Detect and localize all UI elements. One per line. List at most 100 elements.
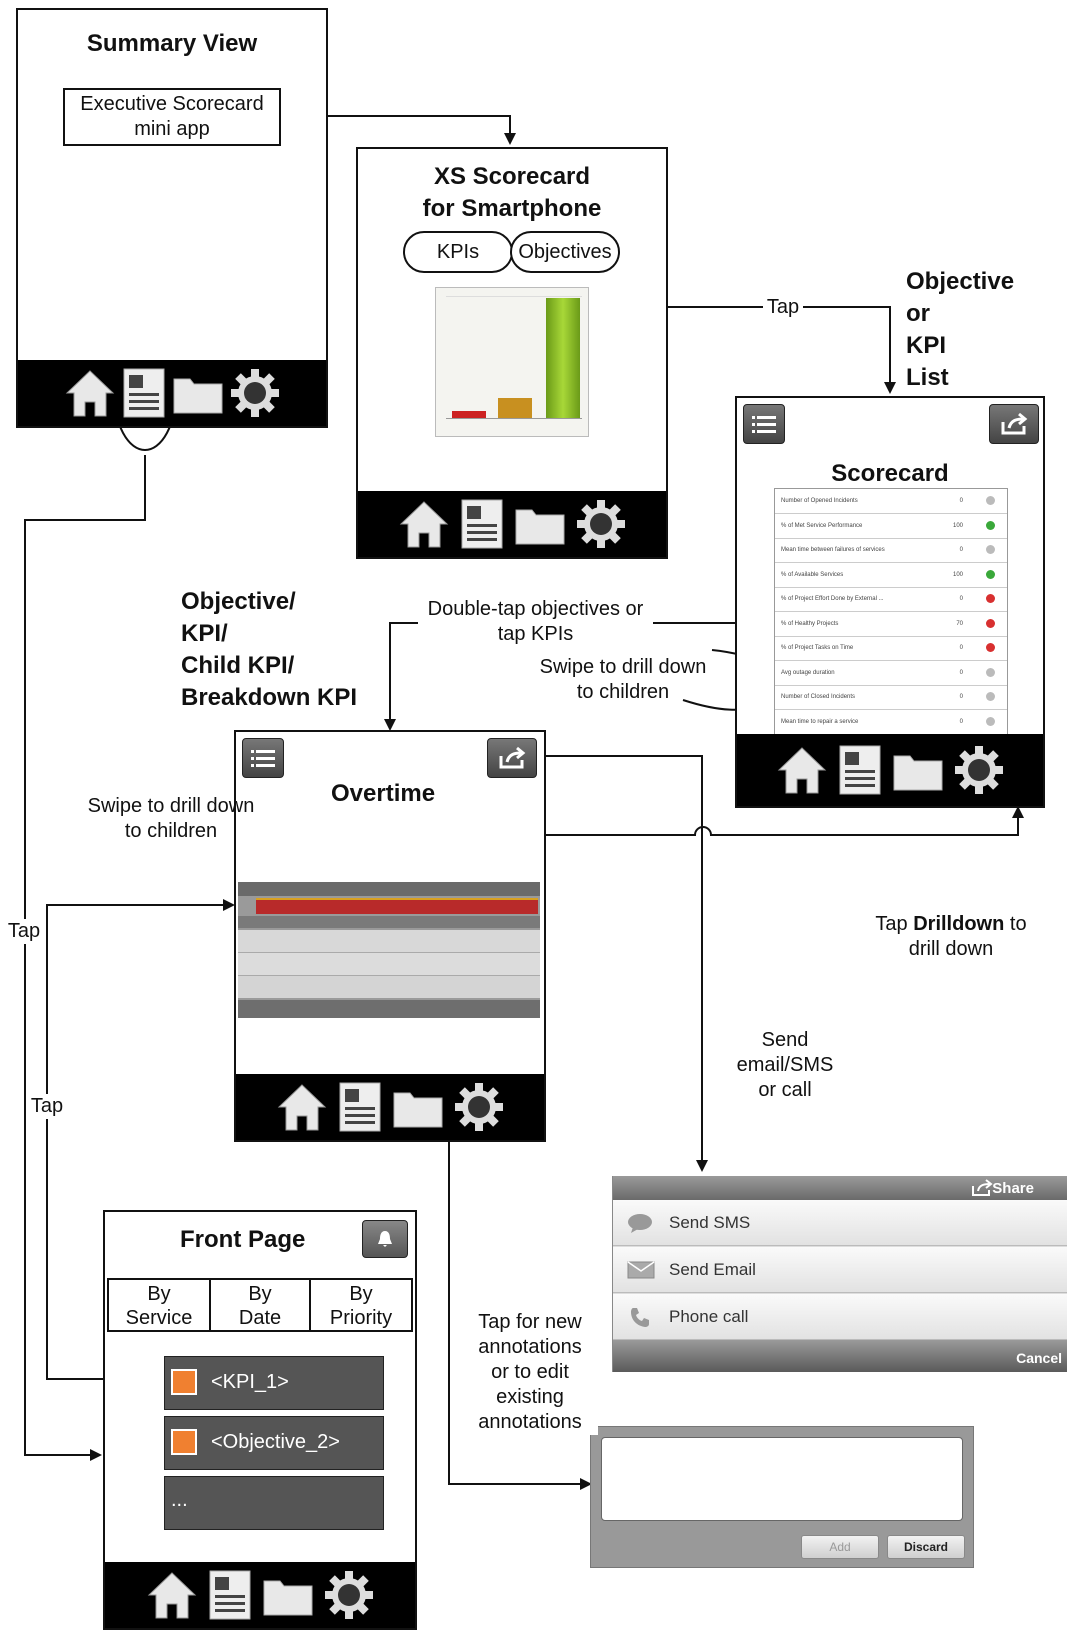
summary-view-phone: Summary View Executive Scorecard mini ap… (16, 8, 328, 428)
status-dot-icon (986, 520, 995, 530)
gear-icon[interactable] (230, 368, 280, 418)
scorecard-row-name: Number of Closed Incidents (781, 694, 856, 700)
objectives-bar-chart[interactable] (435, 287, 589, 437)
overtime-chart[interactable] (238, 882, 540, 1018)
scorecard-row-name: % of Project Tasks on Time (781, 645, 854, 651)
status-dot-icon (986, 545, 995, 554)
menu-button[interactable] (242, 738, 284, 778)
send-email-label: Send Email (669, 1260, 756, 1279)
home-icon[interactable] (398, 499, 450, 549)
list-item-kpi-1[interactable]: <KPI_1> (164, 1356, 384, 1410)
scorecard-row[interactable]: Number of Closed Incidents 0 (775, 685, 1007, 710)
document-icon[interactable] (838, 744, 882, 796)
cancel-button[interactable]: Cancel (1016, 1350, 1062, 1366)
discard-button[interactable]: Discard (887, 1535, 965, 1559)
gear-icon[interactable] (954, 745, 1004, 795)
label-tap-drilldown: Tap Drilldown to drill down (875, 913, 1027, 960)
objective-list-heading: Objective or KPI List (906, 266, 1014, 394)
scorecard-row-value: 70 (956, 620, 963, 627)
add-label: Add (829, 1540, 851, 1554)
label-tap-left-lower: Tap (27, 1094, 67, 1119)
chart-axis (446, 418, 582, 419)
label-swipe-list: Swipe to drill down to children (539, 655, 707, 703)
scorecard-row[interactable]: % of Project Effort Done by External ...… (775, 587, 1007, 612)
label-annotations: Tap for new annotations or to edit exist… (462, 1310, 598, 1435)
home-icon[interactable] (64, 368, 116, 418)
overtime-band-grey (238, 916, 540, 928)
add-button[interactable]: Add (801, 1535, 879, 1559)
status-dot-icon (986, 667, 995, 677)
gear-icon[interactable] (454, 1082, 504, 1132)
notification-button[interactable] (362, 1220, 408, 1258)
executive-scorecard-mini-app[interactable]: Executive Scorecard mini app (63, 88, 281, 146)
scorecard-row-name: % of Available Services (781, 571, 844, 578)
scorecard-row-name: % of Met Service Performance (781, 522, 863, 529)
document-icon[interactable] (122, 367, 166, 419)
list-item-more[interactable]: ... (164, 1476, 384, 1530)
annotation-textarea[interactable] (601, 1437, 963, 1521)
overtime-row (238, 953, 540, 976)
document-icon[interactable] (208, 1569, 252, 1621)
xs-scorecard-phone: XS Scorecard for Smartphone KPIs Objecti… (356, 147, 668, 559)
status-dot-icon (986, 643, 995, 652)
gear-icon[interactable] (576, 499, 626, 549)
document-icon[interactable] (460, 498, 504, 550)
chart-gridline (446, 296, 582, 297)
envelope-icon (627, 1261, 655, 1279)
home-icon[interactable] (776, 745, 828, 795)
objective-status-icon (171, 1429, 197, 1455)
tab-kpis[interactable]: KPIs (403, 231, 513, 273)
folder-icon[interactable] (514, 502, 566, 546)
tab-label: By (349, 1283, 373, 1305)
folder-icon[interactable] (172, 371, 224, 415)
tab-label: Service (125, 1307, 193, 1329)
phone-call-option[interactable]: Phone call (613, 1294, 1067, 1340)
heading-line: or (906, 300, 930, 327)
tab-objectives[interactable]: Objectives (510, 231, 620, 273)
folder-icon[interactable] (262, 1573, 314, 1617)
send-sms-label: Send SMS (669, 1213, 751, 1232)
summary-view-title: Summary View (86, 30, 258, 57)
overtime-title: Overtime (331, 780, 436, 807)
share-icon (972, 1179, 993, 1196)
share-button[interactable] (989, 404, 1039, 444)
list-item-label: <KPI_1> (211, 1371, 289, 1393)
list-nav-bar (737, 734, 1043, 806)
phone-call-label: Phone call (669, 1307, 749, 1326)
document-icon[interactable] (338, 1081, 382, 1133)
front-page-nav-bar (105, 1562, 415, 1628)
folder-icon[interactable] (892, 748, 944, 792)
heading-line: KPI/ (181, 620, 228, 647)
gear-icon[interactable] (324, 1570, 374, 1620)
home-icon[interactable] (146, 1570, 198, 1620)
status-dot-icon (986, 496, 995, 505)
send-email-option[interactable]: Send Email (613, 1247, 1067, 1293)
kpi-status-icon (171, 1369, 197, 1395)
send-sms-option[interactable]: Send SMS (613, 1200, 1067, 1246)
scorecard-row-value: 0 (959, 694, 963, 700)
overtime-row (238, 976, 540, 998)
overtime-footer (238, 1000, 540, 1018)
home-icon[interactable] (276, 1082, 328, 1132)
list-item-objective-2[interactable]: <Objective_2> (164, 1416, 384, 1470)
arrow-mini-app-to-xs (280, 115, 516, 145)
menu-button[interactable] (743, 404, 785, 444)
phone-icon (631, 1308, 649, 1327)
list-menu-icon (251, 750, 275, 767)
heading-line: Breakdown KPI (181, 684, 358, 711)
share-button[interactable] (487, 738, 537, 778)
folder-icon[interactable] (392, 1085, 444, 1129)
